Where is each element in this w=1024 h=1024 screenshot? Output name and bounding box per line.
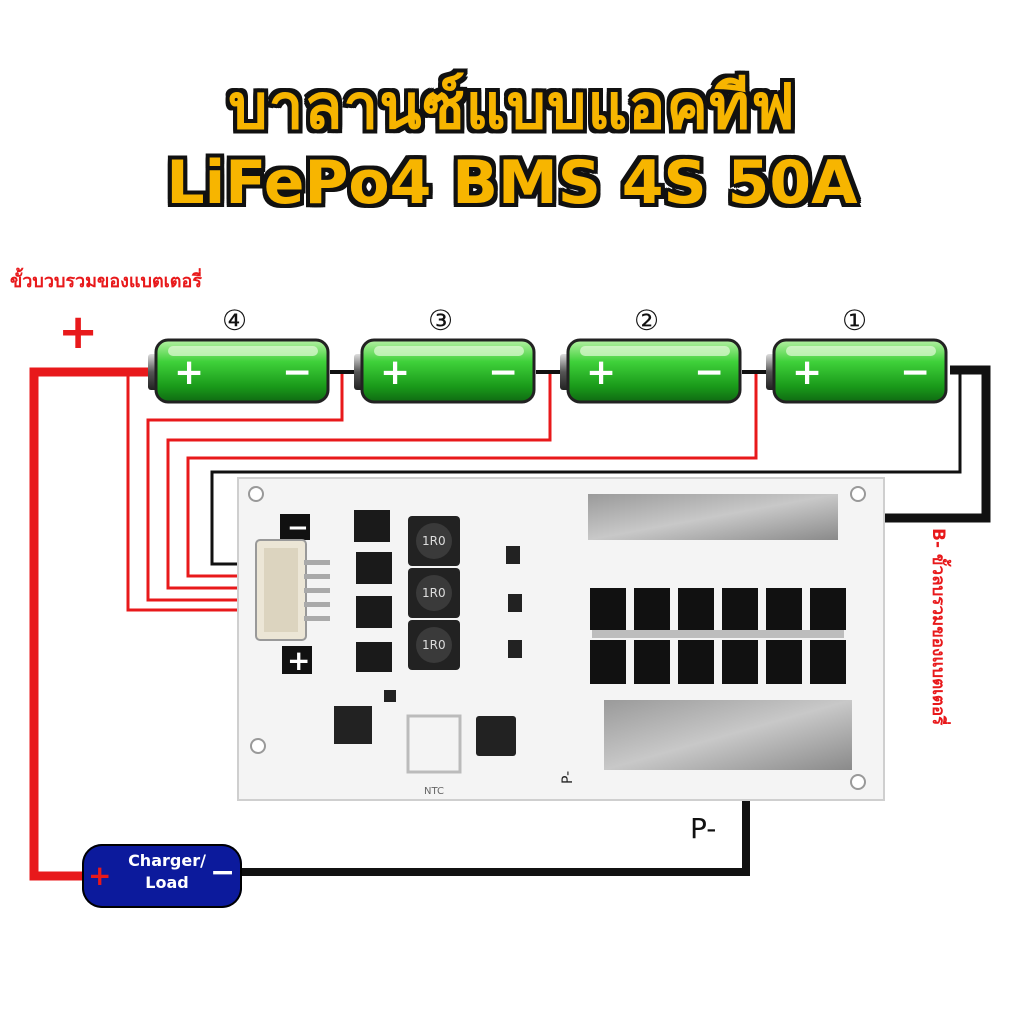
balance-wire-1 bbox=[126, 372, 268, 612]
cell-2-negative: − bbox=[694, 352, 724, 393]
cell-3-positive: + bbox=[380, 352, 410, 393]
balance-wires bbox=[126, 372, 758, 612]
charger-load-label: Charger/ Load bbox=[128, 851, 206, 892]
cell-1-number: ① bbox=[842, 304, 867, 337]
cell-4-positive: + bbox=[174, 352, 204, 393]
cell-2 bbox=[560, 338, 742, 404]
inductor-2-marking: 1R0 bbox=[422, 586, 446, 600]
cell-4-number: ④ bbox=[222, 304, 247, 337]
battery-positive-label: ขั้วบวบรวมของแบตเตอรี่ bbox=[10, 271, 202, 292]
cell-3 bbox=[354, 338, 536, 404]
cell-3-negative: − bbox=[488, 352, 518, 393]
cell-1-negative: − bbox=[900, 352, 930, 393]
inductor-1-marking: 1R0 bbox=[422, 534, 446, 548]
main-b-minus-wire bbox=[788, 365, 991, 523]
balance-wire-negative bbox=[210, 372, 962, 566]
charger-negative: − bbox=[210, 855, 236, 890]
cell-1-positive: + bbox=[792, 352, 822, 393]
cell-4 bbox=[148, 338, 330, 404]
bms-board: − + bbox=[237, 477, 885, 801]
board-minus-marking: − bbox=[287, 513, 309, 543]
charger-positive: + bbox=[88, 859, 112, 892]
cell-4-negative: − bbox=[282, 352, 312, 393]
charger-load-box bbox=[82, 844, 242, 908]
balance-wire-2 bbox=[146, 372, 344, 602]
cell-1 bbox=[766, 338, 948, 404]
board-plus-marking: + bbox=[287, 644, 310, 677]
ntc-label: NTC bbox=[424, 786, 444, 797]
cell-3-number: ③ bbox=[428, 304, 453, 337]
cell-2-positive: + bbox=[586, 352, 616, 393]
p-minus-label: P- bbox=[690, 812, 717, 845]
inductor-3-marking: 1R0 bbox=[422, 638, 446, 652]
balance-wire-3 bbox=[166, 372, 552, 590]
cell-2-number: ② bbox=[634, 304, 659, 337]
p-minus-silk: P- bbox=[560, 771, 576, 784]
balance-wire-4 bbox=[186, 372, 758, 578]
positive-sign: + bbox=[58, 304, 99, 360]
title-model: LiFePo4 BMS 4S 50A bbox=[166, 148, 858, 218]
title-thai: บาลานซ์แบบแอคทีฟ bbox=[228, 70, 796, 143]
main-positive-wire bbox=[29, 367, 150, 881]
